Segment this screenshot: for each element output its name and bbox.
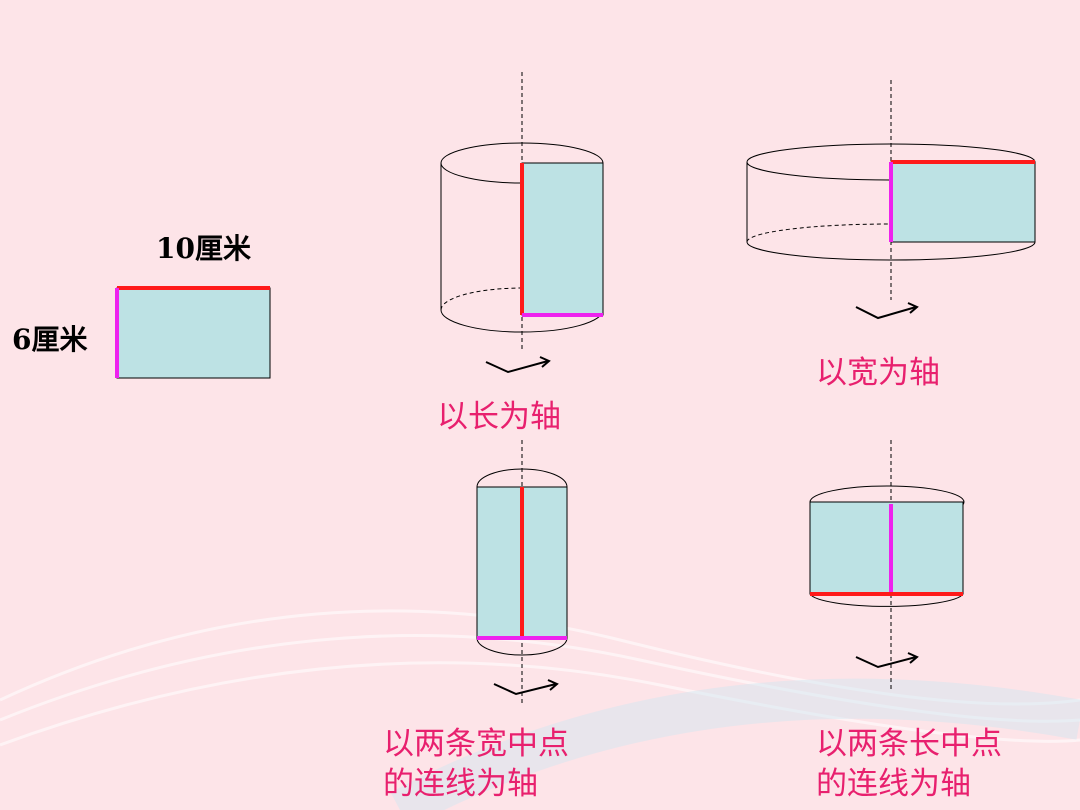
caption-axis-length-midpoints-line2: 的连线为轴: [816, 766, 971, 802]
cylinder-axis-length-midpoints: [809, 440, 965, 690]
background-waves: [0, 609, 1080, 810]
rotation-arrow-icon: [855, 656, 917, 669]
caption-axis-length: 以长为轴: [437, 399, 561, 435]
cylinder-axis-width: [746, 80, 1036, 320]
length-label: 10厘米: [156, 232, 251, 265]
rotation-arrow-icon: [485, 360, 549, 374]
original-rectangle: [115, 286, 271, 379]
caption-axis-width-midpoints-line1: 以两条宽中点: [383, 726, 569, 762]
width-label: 6厘米: [12, 323, 88, 356]
caption-axis-width: 以宽为轴: [816, 355, 940, 391]
cylinder-axis-width-midpoints: [476, 440, 568, 705]
rotation-arrow-icon: [855, 306, 917, 320]
caption-axis-width-midpoints-line2: 的连线为轴: [383, 766, 538, 802]
caption-axis-length-midpoints-line1: 以两条长中点: [816, 726, 1002, 762]
rotation-arrow-icon: [493, 683, 557, 696]
cylinder-axis-length: [440, 72, 604, 374]
